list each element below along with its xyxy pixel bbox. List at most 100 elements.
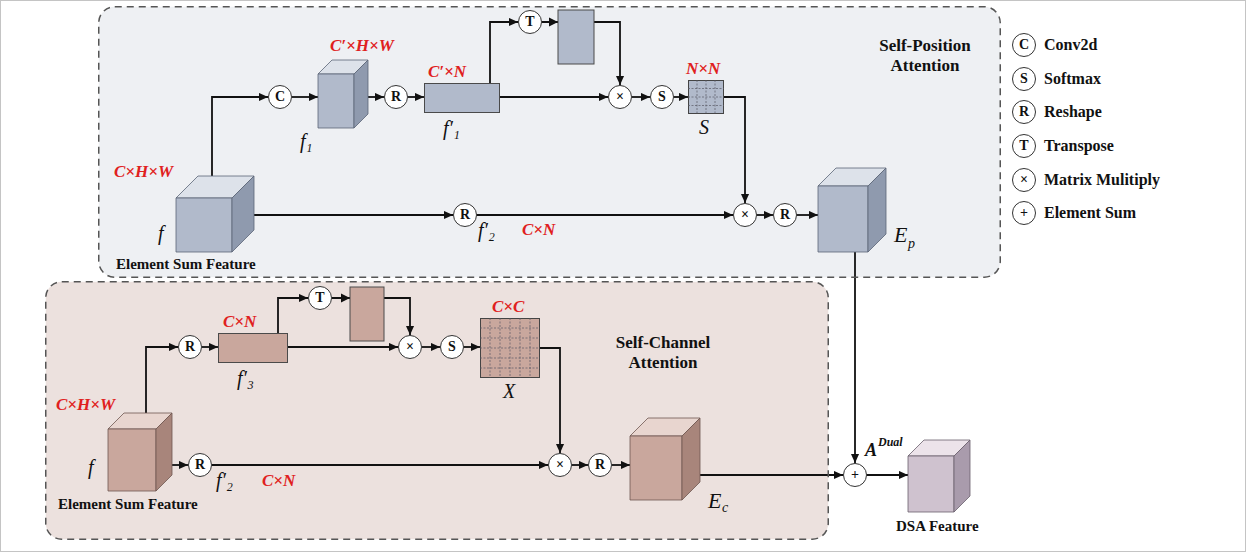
flow-arrow bbox=[212, 97, 268, 176]
region-ground bbox=[99, 7, 1001, 278]
cube-shape bbox=[318, 60, 368, 128]
variable-label: X bbox=[503, 380, 515, 403]
cube-face bbox=[354, 60, 368, 128]
reshape-op: R bbox=[453, 203, 477, 227]
flow-arrow bbox=[797, 214, 818, 216]
flow-arrow bbox=[854, 252, 856, 463]
grid-shape bbox=[480, 318, 540, 378]
legend-text: Softmax bbox=[1044, 70, 1101, 88]
sum-op: + bbox=[843, 463, 867, 487]
multiply-op: × bbox=[398, 335, 422, 359]
legend-text: Transpose bbox=[1044, 137, 1114, 155]
reshape-op: R bbox=[178, 335, 202, 359]
multiply-op: × bbox=[733, 203, 757, 227]
variable-label: f′₂ bbox=[216, 469, 233, 492]
cube-shape bbox=[108, 413, 172, 491]
legend-symbol: × bbox=[1012, 168, 1036, 192]
operator-symbol: + bbox=[844, 464, 866, 486]
output-cube: ADualDSA Feature bbox=[908, 440, 970, 512]
flow-arrow bbox=[500, 96, 608, 98]
transpose-op: T bbox=[518, 10, 542, 34]
legend-text: Matrix Mulitiply bbox=[1044, 171, 1160, 189]
dimension-label: C×N bbox=[262, 471, 295, 491]
grid-shape bbox=[688, 80, 724, 114]
operator-symbol: R bbox=[189, 454, 211, 476]
legend-symbol: S bbox=[1012, 67, 1036, 91]
operator-symbol: R bbox=[179, 336, 201, 358]
grid-line bbox=[688, 88, 724, 89]
variable-label: E bbox=[708, 488, 721, 513]
reshape-op: R bbox=[384, 85, 408, 109]
legend-text: Reshape bbox=[1044, 103, 1102, 121]
dimension-label: C′×N bbox=[428, 62, 466, 82]
superscript-label: Dual bbox=[878, 436, 903, 450]
variable-label: f′₃ bbox=[237, 367, 254, 390]
legend-symbol: C bbox=[1012, 33, 1036, 57]
operator-symbol: × bbox=[609, 86, 631, 108]
conv-op: C bbox=[268, 85, 292, 109]
legend-text: Conv2d bbox=[1044, 36, 1097, 54]
flow-arrow bbox=[674, 96, 688, 98]
region-outline bbox=[46, 282, 829, 540]
operator-symbol: × bbox=[734, 204, 756, 226]
flow-arrow bbox=[632, 96, 650, 98]
variable-label: f bbox=[88, 456, 94, 479]
flow-arrow bbox=[202, 346, 218, 348]
flow-arrow bbox=[490, 22, 518, 83]
operator-symbol: R bbox=[589, 454, 611, 476]
cube-face bbox=[176, 198, 232, 252]
cube-face bbox=[954, 440, 970, 512]
feature-caption: DSA Feature bbox=[896, 518, 979, 535]
cube-shape bbox=[908, 440, 970, 512]
multiply-op: × bbox=[548, 453, 572, 477]
operator-symbol: T bbox=[519, 11, 541, 33]
dimension-label: C×H×W bbox=[56, 395, 115, 415]
flow-arrow bbox=[540, 348, 560, 453]
feature-cube: C′×H×Wf₁ bbox=[318, 60, 368, 128]
grid-line bbox=[715, 80, 716, 114]
grid-line bbox=[490, 318, 491, 378]
transposed-matrix bbox=[350, 287, 384, 341]
operator-symbol: R bbox=[774, 204, 796, 226]
matrix-block: C′×Nf′₁ bbox=[424, 83, 500, 113]
flow-arrow bbox=[146, 347, 178, 413]
region-title: Self-Channel Attention bbox=[598, 333, 728, 372]
output-cube: Ec bbox=[630, 418, 700, 500]
dimension-label: C×C bbox=[492, 297, 524, 317]
cube-face bbox=[630, 436, 682, 500]
legend-symbol: + bbox=[1012, 201, 1036, 225]
flow-arrow bbox=[254, 214, 453, 216]
flow-arrow bbox=[757, 214, 773, 216]
attention-map: N×NS bbox=[688, 80, 724, 114]
dimension-label: C×N bbox=[522, 220, 555, 240]
operator-symbol: R bbox=[385, 86, 407, 108]
subscript-label: c bbox=[722, 500, 728, 516]
flow-arrow bbox=[724, 97, 745, 203]
region-title: Self-Position Attention bbox=[855, 36, 995, 75]
legend-text: Element Sum bbox=[1044, 204, 1136, 222]
feature-caption: Element Sum Feature bbox=[58, 496, 198, 513]
flow-arrow bbox=[368, 96, 384, 98]
grid-line bbox=[480, 338, 540, 339]
grid-line bbox=[688, 97, 724, 98]
cube-face bbox=[818, 186, 868, 252]
flow-arrow bbox=[292, 96, 318, 98]
reshape-op: R bbox=[773, 203, 797, 227]
dimension-label: C×H×W bbox=[114, 162, 173, 182]
cube-face bbox=[682, 418, 700, 500]
variable-label: f₁ bbox=[300, 130, 313, 153]
flow-arrow bbox=[408, 96, 424, 98]
operator-symbol: R bbox=[454, 204, 476, 226]
cube-shape bbox=[630, 418, 700, 500]
transpose-op: T bbox=[308, 286, 332, 310]
flow-arrow bbox=[477, 214, 733, 216]
flow-arrow bbox=[572, 464, 588, 466]
flow-arrow bbox=[867, 474, 908, 476]
matrix-block: C×Nf′₃ bbox=[218, 333, 288, 363]
flow-arrow bbox=[464, 346, 480, 348]
dimension-label: C×N bbox=[223, 312, 256, 332]
region-outline bbox=[99, 7, 1001, 278]
reshape-op: R bbox=[188, 453, 212, 477]
flow-arrow bbox=[612, 464, 630, 466]
